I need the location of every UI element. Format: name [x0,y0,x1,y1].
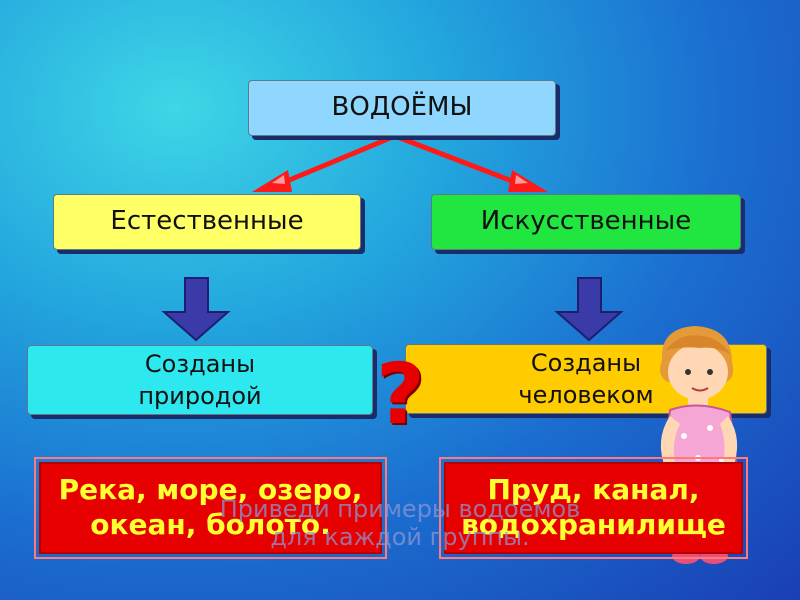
artificial-desc-line1: Созданы [518,347,653,379]
natural-desc-node: Созданы природой [27,345,373,415]
artificial-label: Искусственные [481,204,691,239]
artificial-node: Искусственные [431,194,741,250]
instruction-text: Приведи примеры водоёмов для каждой груп… [80,496,720,551]
natural-label: Естественные [110,204,303,239]
root-node: ВОДОЁМЫ [248,80,556,136]
blue-down-arrow-icon [557,278,621,340]
question-mark: ? [376,352,428,436]
instruction-line1: Приведи примеры водоёмов [80,496,720,524]
natural-desc-line1: Созданы [138,348,261,380]
artificial-desc-line2: человеком [518,379,653,411]
natural-desc-line2: природой [138,380,261,412]
instruction-line2: для каждой группы. [80,524,720,552]
red-branch-arrow-icon [252,136,548,192]
root-label: ВОДОЁМЫ [332,90,473,125]
blue-down-arrow-icon [164,278,228,340]
natural-node: Естественные [53,194,361,250]
